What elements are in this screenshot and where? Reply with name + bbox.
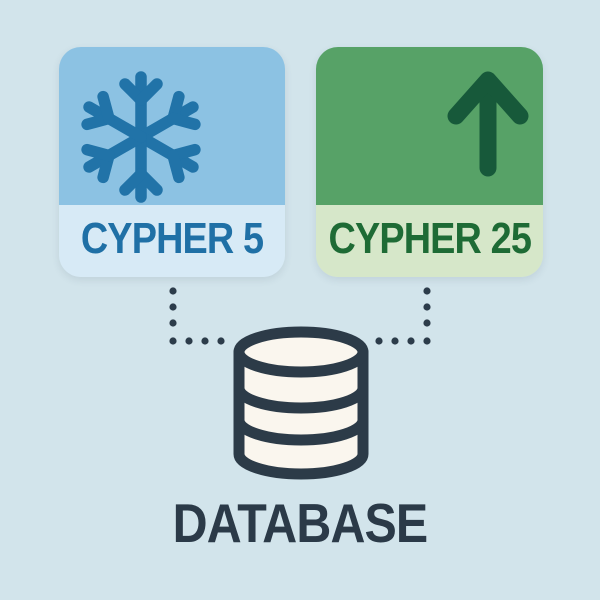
node-cypher25-card: CYPHER 25 (316, 47, 543, 277)
cypher25-icon-area (316, 47, 543, 205)
database-cylinder-icon (233, 326, 369, 480)
cypher5-label-strip: CYPHER 5 (59, 205, 285, 277)
snowflake-icon (81, 71, 201, 203)
arrow-up-icon (447, 71, 529, 177)
connector-cypher5-to-database (169, 287, 225, 345)
database-label: DATABASE (172, 492, 429, 554)
connector-cypher25-to-database (375, 287, 431, 345)
cypher5-icon-area (59, 47, 285, 205)
cypher25-label-strip: CYPHER 25 (316, 205, 543, 277)
cypher5-label: CYPHER 5 (80, 214, 264, 263)
cypher25-label: CYPHER 25 (328, 214, 531, 263)
node-cypher5-card: CYPHER 5 (59, 47, 285, 277)
